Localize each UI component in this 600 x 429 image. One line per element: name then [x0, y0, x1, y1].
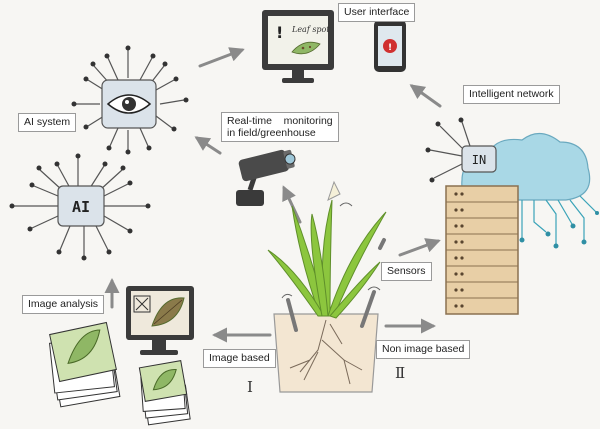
network-chip-text: IN [472, 153, 486, 167]
monitor-screen-text: Leaf spot [291, 25, 330, 34]
smartphone-icon: ! [374, 20, 406, 72]
svg-text:!: ! [276, 23, 283, 42]
label-image-based: Image based [203, 349, 276, 368]
analysis-monitor-icon [126, 286, 194, 355]
label-intelligent-network: Intelligent network [463, 85, 560, 104]
arrow-monitoring-to-ai [194, 136, 222, 155]
arrow-ai-to-ui [198, 47, 245, 68]
server-cabinet-icon [445, 185, 519, 315]
arrow-sensors-to-network [398, 238, 441, 257]
flow-arrows [104, 47, 442, 343]
label-user-interface: User interface [338, 3, 416, 22]
eye-circuit-icon [71, 45, 189, 155]
label-image-analysis: Image analysis [22, 295, 105, 314]
roman-numeral-two: Ⅱ [395, 364, 406, 382]
arrow-network-to-ui [409, 84, 442, 108]
desktop-monitor-icon: Leaf spot ! [262, 10, 334, 83]
ai-chip-text: AI [72, 198, 90, 216]
label-real-time-monitoring: Real-time monitoring in field/greenhouse [221, 112, 339, 143]
ai-chip-icon: AI [9, 153, 151, 261]
svg-text:!: ! [388, 43, 392, 53]
plant-pot-icon [267, 180, 387, 393]
label-non-image-based: Non image based [376, 340, 471, 359]
roman-numeral-one: Ⅰ [247, 378, 253, 396]
image-stack-small-icon [138, 360, 191, 426]
security-camera-icon [236, 149, 296, 206]
image-stack-large-icon [49, 321, 121, 408]
arrow-plant-to-monitoring [282, 185, 302, 224]
label-ai-system: AI system [18, 113, 77, 132]
label-sensors: Sensors [381, 262, 432, 281]
